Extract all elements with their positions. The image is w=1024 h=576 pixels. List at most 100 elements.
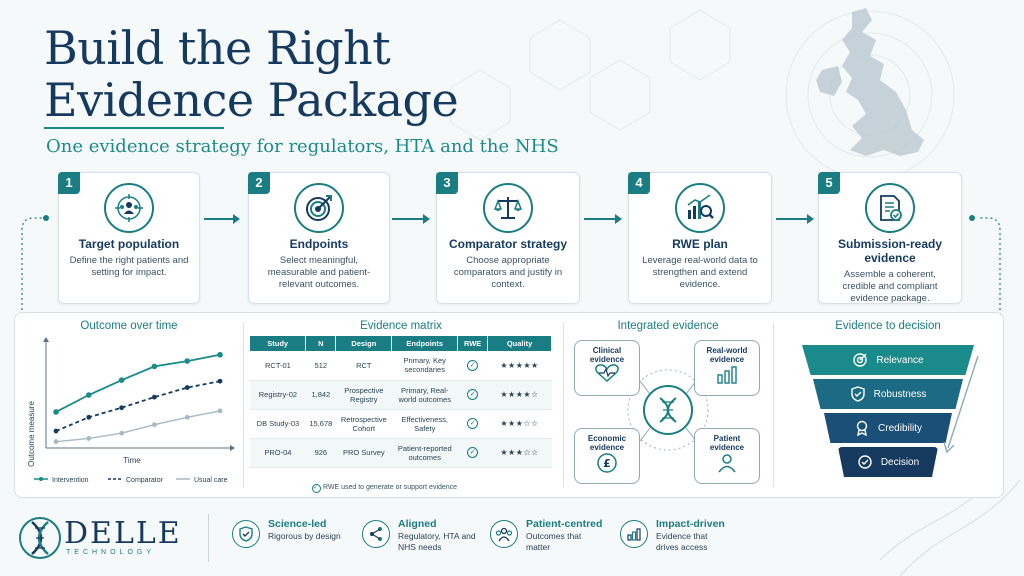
funnel-label: Decision <box>880 456 920 468</box>
rwe-cell: ✓ <box>457 380 488 410</box>
data-point <box>119 430 124 436</box>
legend-comparator: Comparator <box>126 477 164 484</box>
quality-stars: ★★★★☆ <box>487 380 552 410</box>
box-label: Real-world evidence <box>706 346 748 364</box>
data-point <box>152 394 157 400</box>
bar-chart-icon <box>620 520 648 548</box>
pillar-title: Science-led <box>268 518 327 530</box>
data-point <box>217 351 223 358</box>
pillar-title: Patient-centred <box>526 518 603 530</box>
data-point <box>217 378 223 384</box>
step-title: RWE plan <box>672 237 728 251</box>
step-card-comparator-strategy: 3 Comparator strategy Choose appropriate… <box>436 172 580 304</box>
pillar-desc: Evidence that drives access <box>656 531 708 552</box>
outcome-chart-title: Outcome over time <box>80 320 178 332</box>
box-label: Patient evidence <box>709 434 745 452</box>
data-point <box>184 414 190 420</box>
table-row: DB Study-03 15,678 Retrospective Cohort … <box>250 409 552 439</box>
table-row: PRO-04 926 PRO Survey Patient-reported o… <box>250 438 552 468</box>
step-description: Assemble a coherent, credible and compli… <box>842 269 938 304</box>
uk-map-icon <box>816 8 924 156</box>
data-point <box>86 392 92 398</box>
step-arrow <box>392 214 430 224</box>
network-icon <box>362 520 390 548</box>
data-point <box>53 439 59 445</box>
step-number: 1 <box>58 172 80 194</box>
data-point <box>86 414 92 420</box>
series-line-intervention <box>55 353 221 413</box>
economic-evidence-box: Economic evidence £ <box>574 428 640 484</box>
matrix-note-text: RWE used to generate or support evidence <box>322 484 458 491</box>
design-cell: RCT <box>335 351 392 381</box>
step-description: Choose appropriate comparators and justi… <box>453 255 563 290</box>
endpoints-cell: Primary, Real-world outcomes <box>391 380 458 410</box>
pillar-desc: Outcomes that matter <box>526 531 582 552</box>
evidence-matrix-table: Study N Design Endpoints RWE Quality RCT… <box>250 336 552 468</box>
pillar-title: Impact-driven <box>656 518 725 530</box>
panel-divider <box>773 322 774 487</box>
step-title: Endpoints <box>289 237 349 251</box>
check-icon: ✓ <box>467 359 479 371</box>
clinical-evidence-box: Clinical evidence <box>574 340 640 396</box>
funnel-level-relevance: Relevance <box>802 345 974 375</box>
page-title: Build the Right Evidence Package <box>44 21 459 127</box>
award-icon <box>854 420 870 436</box>
page-subtitle: One evidence strategy for regulators, HT… <box>46 136 559 157</box>
rwe-cell: ✓ <box>457 409 488 439</box>
box-label: Clinical evidence <box>589 346 625 364</box>
series-line-usual-care <box>55 410 221 443</box>
n-cell: 1,842 <box>305 380 336 410</box>
step-title: Comparator strategy <box>448 237 568 251</box>
check-icon: ✓ <box>467 389 479 400</box>
dna-logo-icon <box>19 517 61 559</box>
quality-stars: ★★★☆☆ <box>487 438 552 468</box>
target-arrow-icon <box>294 183 344 233</box>
matrix-header: Quality <box>487 336 552 351</box>
logo-subtext: TECHNOLOGY <box>66 549 156 556</box>
data-point <box>86 436 92 441</box>
check-icon: ✓ <box>312 484 321 493</box>
y-axis-arrowhead <box>43 337 49 342</box>
logo-text: DELLE <box>64 516 182 551</box>
matrix-header: Design <box>335 336 393 351</box>
funnel-label: Credibility <box>878 422 922 434</box>
matrix-header: RWE <box>457 336 489 351</box>
scales-icon <box>483 183 533 233</box>
step-number: 5 <box>818 172 840 194</box>
study-cell: DB Study-03 <box>250 409 306 439</box>
check-icon: ✓ <box>467 447 479 458</box>
data-point <box>217 408 223 414</box>
step-title: Submission-ready evidence <box>837 237 943 265</box>
step-card-rwe-plan: 4 RWE plan Leverage real-world data to s… <box>628 172 772 304</box>
funnel-level-decision: Decision <box>838 447 938 477</box>
people-icon <box>490 520 518 548</box>
check-icon: ✓ <box>467 418 479 429</box>
data-point <box>53 409 59 415</box>
table-row: RCT-01 512 RCT Primary, Key secondaries … <box>250 351 552 381</box>
panel-divider <box>563 322 564 487</box>
data-point <box>152 422 157 428</box>
funnel-arrow <box>943 355 979 454</box>
step-description: Leverage real-world data to strengthen a… <box>642 255 758 290</box>
endpoints-cell: Primary, Key secondaries <box>391 351 458 381</box>
outcome-xlabel: Time <box>123 456 141 465</box>
real-world-evidence-box: Real-world evidence <box>694 340 760 396</box>
panel-divider <box>243 322 244 487</box>
funnel-label: Robustness <box>873 388 927 400</box>
endpoints-cell: Patient-reported outcomes <box>391 438 458 468</box>
data-point <box>184 358 190 364</box>
step-card-endpoints: 2 Endpoints Select meaningful, measurabl… <box>248 172 390 304</box>
matrix-header: Endpoints <box>391 336 459 351</box>
person-icon <box>718 454 736 473</box>
step-arrow <box>584 214 622 224</box>
step-card-submission-ready: 5 Submission-ready evidence Assemble a c… <box>818 172 962 304</box>
check-circle-icon <box>857 454 873 470</box>
step-card-target-population: 1 Target population Define the right pat… <box>58 172 200 304</box>
n-cell: 512 <box>305 351 336 381</box>
quality-stars: ★★★☆☆ <box>487 409 552 439</box>
pound-coin-icon: £ <box>597 453 617 473</box>
